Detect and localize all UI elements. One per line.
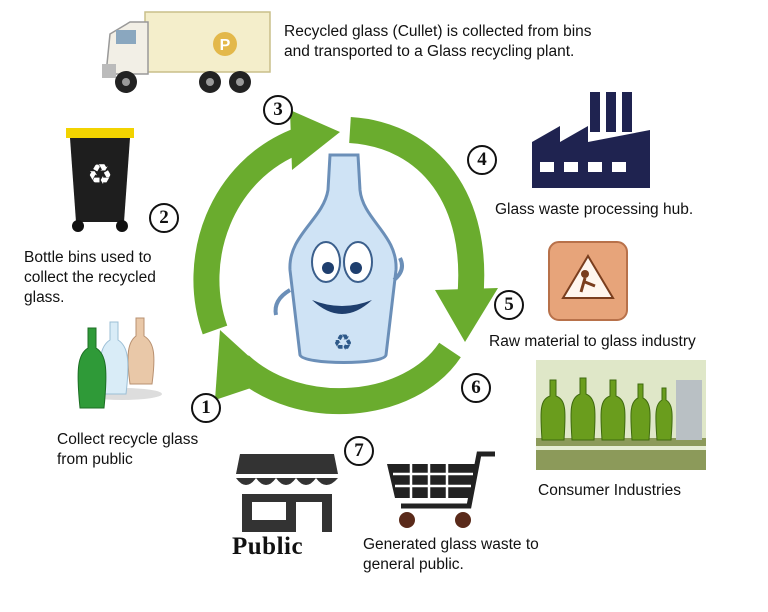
step-4-label: Glass waste processing hub. bbox=[495, 201, 694, 218]
step-5-label: Raw material to glass industry bbox=[489, 333, 696, 350]
cycle-arrow-top-right bbox=[348, 117, 485, 302]
raw-material-bag-icon bbox=[548, 241, 628, 321]
factory-icon bbox=[532, 92, 650, 188]
cycle-arrowhead-bottom-left bbox=[215, 330, 275, 400]
step-3-number: 3 bbox=[263, 95, 293, 125]
step-1-label: Collect recycle glass from public bbox=[57, 431, 199, 468]
step-5-number: 5 bbox=[494, 290, 524, 320]
svg-text:♻: ♻ bbox=[333, 330, 353, 355]
step-6-label: Consumer Industries bbox=[538, 482, 682, 499]
bottling-line-photo bbox=[536, 360, 706, 470]
step-2-number: 2 bbox=[149, 203, 179, 233]
step-6-number: 6 bbox=[461, 373, 491, 403]
public-label: Public bbox=[232, 533, 304, 560]
glass-bottles-icon bbox=[77, 317, 162, 409]
cycle-arrow-top-left bbox=[193, 127, 305, 335]
step-1-number: 1 bbox=[191, 393, 221, 423]
step-7-number: 7 bbox=[344, 436, 374, 466]
recycle-bin-icon: ♻ bbox=[66, 128, 134, 232]
step-7-label: Generated glass waste to general public. bbox=[363, 536, 539, 573]
step-2-label: Bottle bins used to collect the recycled… bbox=[24, 249, 156, 306]
cycle-arrowhead-top bbox=[290, 110, 340, 170]
step-4-number: 4 bbox=[467, 145, 497, 175]
truck-icon: P bbox=[102, 11, 271, 93]
bottle-mascot-icon: ♻ bbox=[273, 153, 404, 364]
recycle-cycle-arrows bbox=[193, 110, 498, 415]
svg-text:♻: ♻ bbox=[87, 159, 112, 190]
step-3-label: Recycled glass (Cullet) is collected fro… bbox=[284, 23, 592, 60]
storefront-icon bbox=[236, 454, 338, 532]
shopping-cart-icon bbox=[387, 451, 495, 528]
cycle-arrowhead-right bbox=[435, 288, 498, 342]
svg-text:P: P bbox=[220, 37, 231, 54]
